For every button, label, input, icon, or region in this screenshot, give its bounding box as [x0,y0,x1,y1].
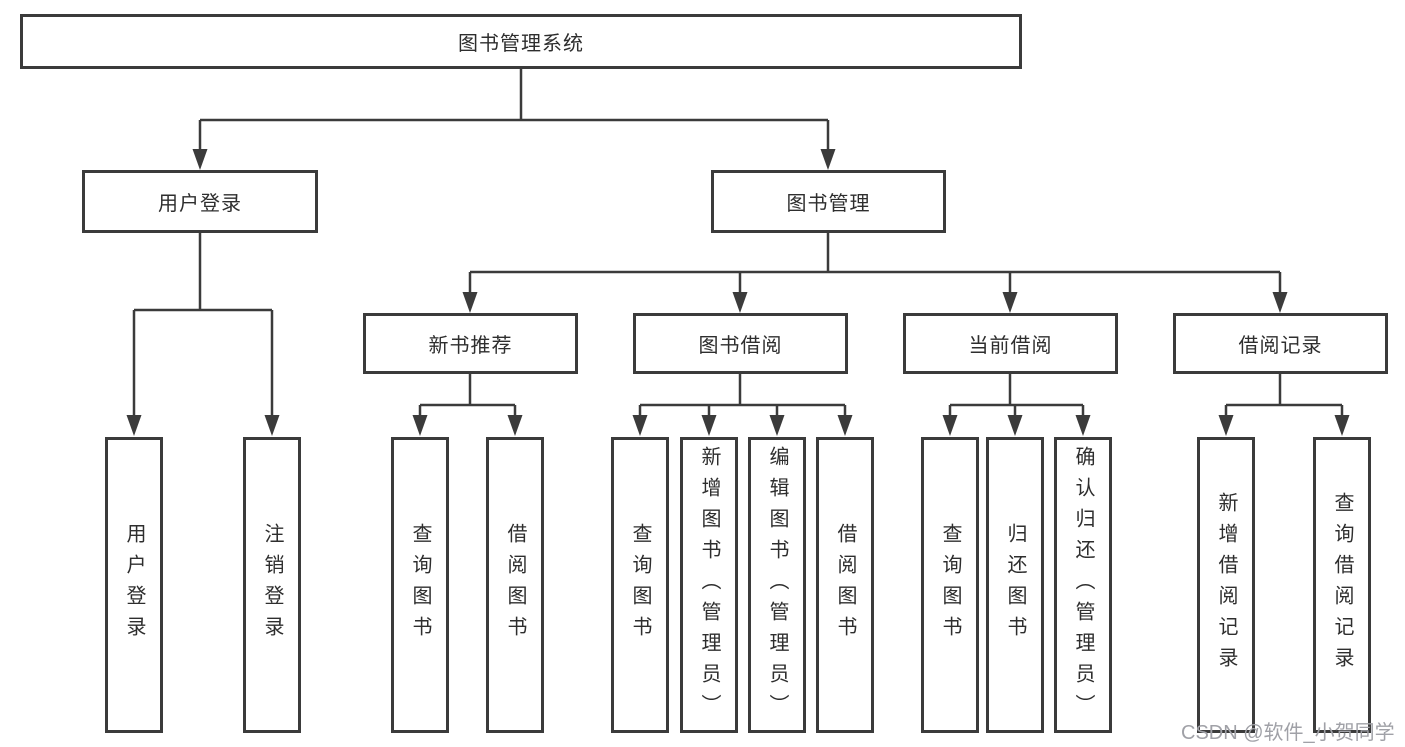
leaf-borrow-books-borrow: 借阅图书 [816,437,874,733]
leaf-edit-books-admin: 编辑图书（管理员） [748,437,806,733]
leaf-borrow-books-recommend: 借阅图书 [486,437,544,733]
leaf-query-books-borrow-label: 查询图书 [629,523,651,647]
leaf-query-books-current-label: 查询图书 [939,523,961,647]
leaf-query-books-recommend: 查询图书 [391,437,449,733]
leaf-confirm-return-admin: 确认归还（管理员） [1054,437,1112,733]
node-book-management: 图书管理 [711,170,946,233]
leaf-user-login-label: 用户登录 [123,523,145,647]
node-root-system: 图书管理系统 [20,14,1022,69]
leaf-add-borrow-record-label: 新增借阅记录 [1215,492,1237,678]
node-user-login-label: 用户登录 [158,193,242,215]
node-root-label: 图书管理系统 [458,33,584,55]
node-current-borrow-label: 当前借阅 [968,335,1053,357]
leaf-user-login: 用户登录 [105,437,163,733]
leaf-logout-login-label: 注销登录 [261,523,283,647]
node-current-borrow: 当前借阅 [903,313,1118,374]
node-new-book-recommend-label: 新书推荐 [428,335,513,357]
arrowhead-icons [126,149,1350,436]
leaf-logout-login: 注销登录 [243,437,301,733]
leaf-return-books-label: 归还图书 [1004,523,1026,647]
leaf-add-books-admin-label: 新增图书（管理员） [698,445,720,725]
leaf-return-books: 归还图书 [986,437,1044,733]
leaf-edit-books-admin-label: 编辑图书（管理员） [766,445,788,725]
node-borrow-records-label: 借阅记录 [1238,335,1323,357]
leaf-query-books-current: 查询图书 [921,437,979,733]
node-borrow-records: 借阅记录 [1173,313,1388,374]
leaf-confirm-return-admin-label: 确认归还（管理员） [1072,445,1094,725]
node-book-management-label: 图书管理 [786,193,871,215]
leaf-borrow-books-recommend-label: 借阅图书 [504,523,526,647]
leaf-add-borrow-record: 新增借阅记录 [1197,437,1255,733]
node-book-borrow: 图书借阅 [633,313,848,374]
node-book-borrow-label: 图书借阅 [698,335,783,357]
leaf-borrow-books-borrow-label: 借阅图书 [834,523,856,647]
csdn-watermark: CSDN @软件_小贺同学 [1181,722,1395,744]
leaf-query-books-recommend-label: 查询图书 [409,523,431,647]
leaf-query-books-borrow: 查询图书 [611,437,669,733]
leaf-query-borrow-record-label: 查询借阅记录 [1331,492,1353,678]
node-new-book-recommend: 新书推荐 [363,313,578,374]
node-user-login: 用户登录 [82,170,318,233]
leaf-query-borrow-record: 查询借阅记录 [1313,437,1371,733]
leaf-add-books-admin: 新增图书（管理员） [680,437,738,733]
